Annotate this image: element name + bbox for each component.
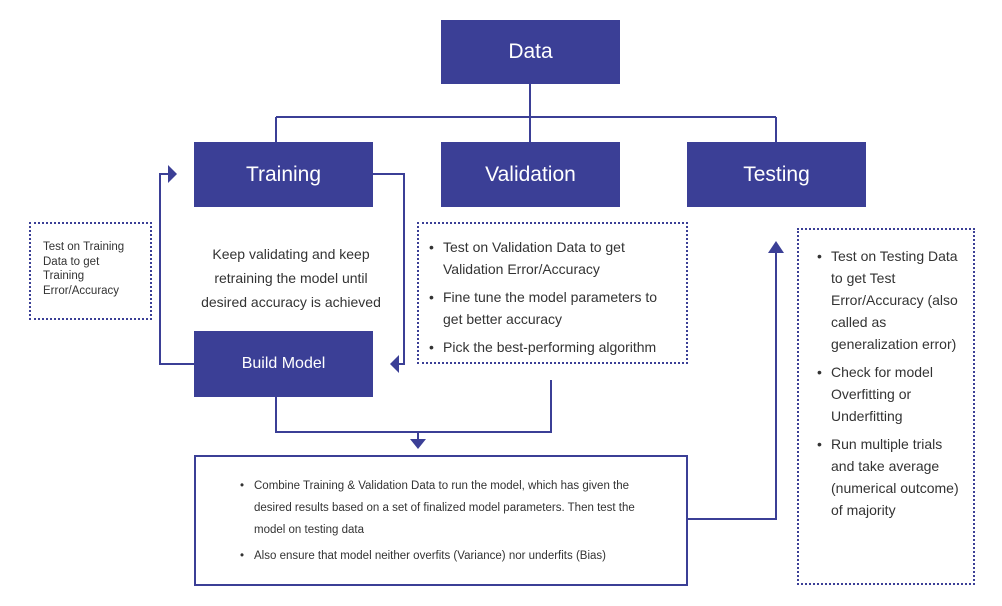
to-testing-arrowhead	[768, 241, 784, 253]
loop-left-line	[159, 173, 194, 365]
merge-line	[275, 380, 552, 433]
testing-note-item: Test on Testing Data to get Test Error/A…	[817, 245, 963, 355]
testing-note: Test on Testing Data to get Test Error/A…	[797, 228, 975, 585]
data-box: Data	[441, 20, 620, 84]
combine-note-item: Combine Training & Validation Data to ru…	[240, 475, 646, 541]
data-box-label: Data	[508, 40, 553, 63]
training-note-text: Test on Training Data to get Training Er…	[43, 241, 125, 297]
combine-note-item: Also ensure that model neither overfits …	[240, 545, 646, 567]
validation-note-item: Test on Validation Data to get Validatio…	[429, 236, 678, 280]
training-note: Test on Training Data to get Training Er…	[29, 222, 152, 320]
validation-note-item: Pick the best-performing algorithm	[429, 336, 678, 358]
testing-box-label: Testing	[743, 162, 810, 186]
training-box-label: Training	[245, 162, 322, 186]
build-model-box-label: Build Model	[241, 355, 326, 372]
testing-note-item: Run multiple trials and take average (nu…	[817, 433, 963, 521]
loop-right-arrowhead	[390, 355, 399, 373]
to-testing-line	[688, 253, 777, 520]
combine-box: Combine Training & Validation Data to ru…	[194, 455, 688, 586]
merge-arrowhead	[410, 439, 426, 449]
validation-note: Test on Validation Data to get Validatio…	[417, 222, 688, 364]
testing-note-item: Check for model Overfitting or Underfitt…	[817, 361, 963, 427]
testing-box: Testing	[687, 142, 866, 207]
build-model-box: Build Model	[194, 331, 373, 397]
loop-text: Keep validating and keep retraining the …	[201, 246, 381, 310]
validation-box-label: Validation	[485, 162, 576, 186]
validation-note-item: Fine tune the model parameters to get be…	[429, 286, 678, 330]
training-box: Training	[194, 142, 373, 207]
validation-box: Validation	[441, 142, 620, 207]
loop-left-arrowhead	[168, 165, 177, 183]
